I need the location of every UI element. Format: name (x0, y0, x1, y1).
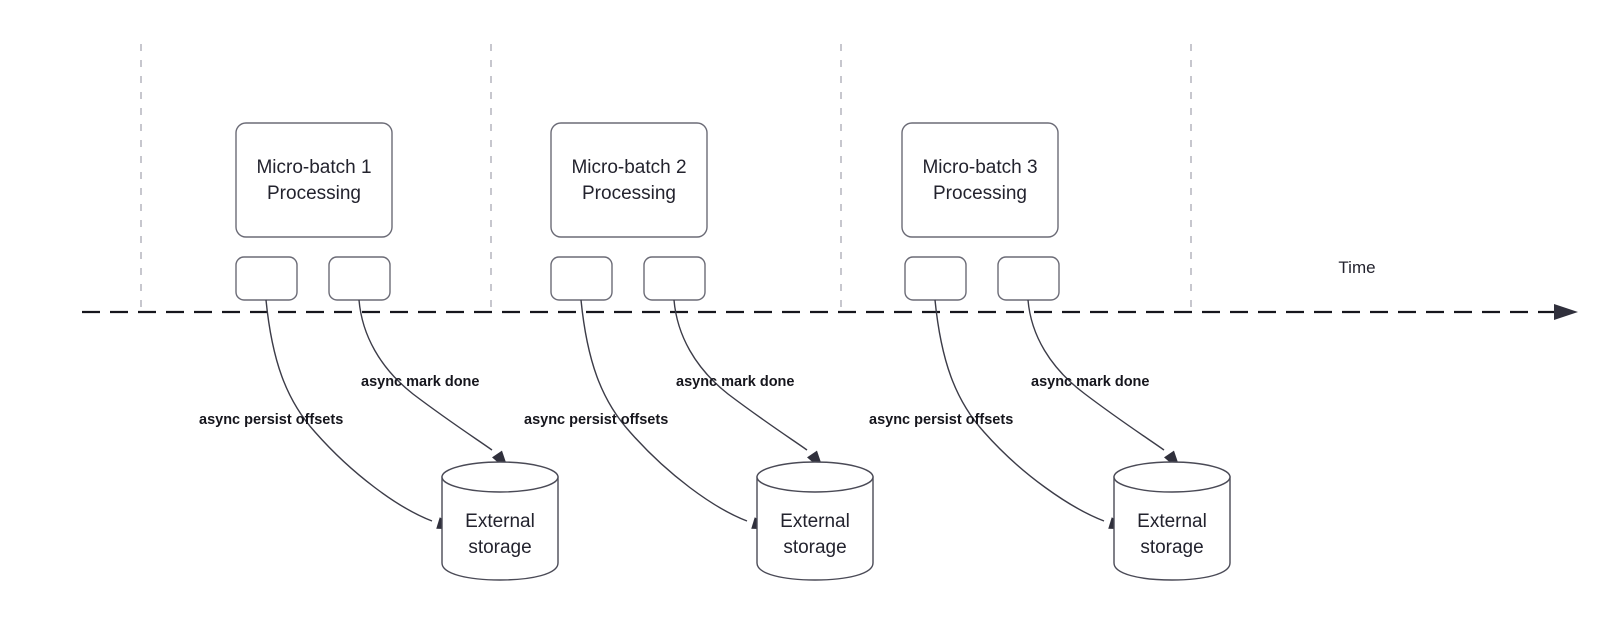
storage-cylinder-3-line2: storage (1140, 537, 1203, 558)
edge-3-mark-done (1027, 299, 1165, 451)
edge-label-2-mark-done: async mark done (676, 374, 794, 390)
tick-box-3-persist[interactable] (904, 256, 967, 301)
storage-cylinder-1-body (441, 476, 559, 581)
edge-3-persist-offsets (934, 299, 1105, 522)
edge-1-mark-done (358, 299, 493, 451)
storage-cylinder-2-top (756, 461, 874, 493)
storage-cylinder-3-top (1113, 461, 1231, 493)
storage-cylinder-1-top (441, 461, 559, 493)
process-box-1-line1: Micro-batch 1 (256, 157, 371, 178)
tick-box-2-persist[interactable] (550, 256, 613, 301)
time-axis: Time (82, 258, 1578, 320)
time-axis-arrowhead (1554, 304, 1578, 320)
process-box-2-line2: Processing (582, 183, 676, 204)
edge-label-3-mark-done: async mark done (1031, 374, 1149, 390)
batch-group-1: Micro-batch 1 Processing async persist o… (199, 122, 559, 581)
tick-box-2-mark-done[interactable] (643, 256, 706, 301)
storage-cylinder-3-body (1113, 476, 1231, 581)
storage-cylinder-2-body (756, 476, 874, 581)
edge-label-2-persist-offsets: async persist offsets (524, 412, 668, 428)
batch-group-2: Micro-batch 2 Processing async persist o… (524, 122, 874, 581)
tick-box-3-mark-done[interactable] (997, 256, 1060, 301)
storage-cylinder-1[interactable]: External storage (441, 461, 559, 581)
process-box-2[interactable] (550, 122, 708, 238)
divider-group (140, 44, 1192, 310)
storage-cylinder-2[interactable]: External storage (756, 461, 874, 581)
storage-cylinder-2-line1: External (780, 511, 850, 532)
tick-box-1-persist[interactable] (235, 256, 298, 301)
storage-cylinder-1-line1: External (465, 511, 535, 532)
storage-cylinder-1-line2: storage (468, 537, 531, 558)
storage-cylinder-2-line2: storage (783, 537, 846, 558)
edge-label-1-persist-offsets: async persist offsets (199, 412, 343, 428)
process-box-3[interactable] (901, 122, 1059, 238)
process-box-1[interactable] (235, 122, 393, 238)
edge-1-persist-offsets (265, 299, 433, 522)
storage-cylinder-3[interactable]: External storage (1113, 461, 1231, 581)
edge-label-3-persist-offsets: async persist offsets (869, 412, 1013, 428)
edge-label-1-mark-done: async mark done (361, 374, 479, 390)
edge-2-persist-offsets (580, 299, 748, 522)
edge-2-mark-done (673, 299, 808, 451)
process-box-2-line1: Micro-batch 2 (571, 157, 686, 178)
tick-box-1-mark-done[interactable] (328, 256, 391, 301)
process-box-1-line2: Processing (267, 183, 361, 204)
storage-cylinder-3-line1: External (1137, 511, 1207, 532)
process-box-3-line1: Micro-batch 3 (922, 157, 1037, 178)
process-box-3-line2: Processing (933, 183, 1027, 204)
time-axis-label: Time (1338, 258, 1375, 277)
batch-group-3: Micro-batch 3 Processing async persist o… (869, 122, 1231, 581)
